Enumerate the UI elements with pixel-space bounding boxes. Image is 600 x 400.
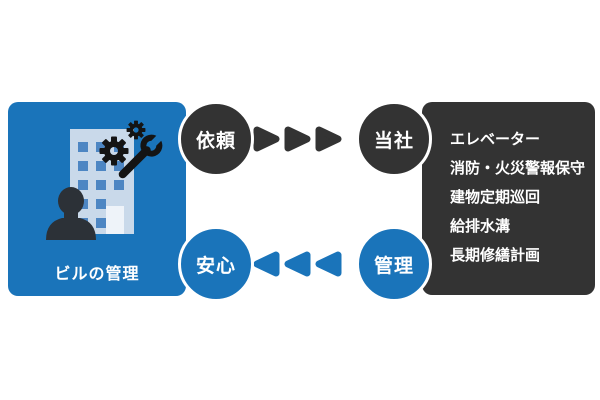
arrows-left-icon: [253, 251, 342, 277]
card-label: ビルの管理: [54, 264, 140, 283]
circle-our-company: 当社: [356, 101, 432, 177]
arrow-left-icon: [253, 251, 280, 277]
arrow-left-icon: [315, 251, 342, 277]
building-management-card: ビルの管理: [8, 102, 186, 296]
wrench-icon: [118, 134, 163, 179]
service-item: 給排水溝: [450, 217, 511, 235]
service-item: 建物定期巡回: [450, 188, 541, 206]
building-icon: [70, 129, 134, 234]
gear-large-icon: [99, 136, 129, 166]
services-panel: エレベーター 消防・火災警報保守 建物定期巡回 給排水溝 長期修繕計画: [422, 102, 595, 295]
circle-management: 管理: [356, 226, 432, 302]
arrow-right-icon: [284, 126, 311, 152]
person-icon: [46, 187, 96, 240]
arrows-right-icon: [253, 126, 342, 152]
arrow-right-icon: [253, 126, 280, 152]
arrow-left-icon: [284, 251, 311, 277]
building-door: [106, 206, 124, 234]
circle-request: 依頼: [178, 101, 254, 177]
building-maintenance-icon: [46, 120, 163, 240]
service-item: 消防・火災警報保守: [450, 159, 586, 177]
service-item: 長期修繕計画: [450, 246, 541, 264]
arrow-right-icon: [315, 126, 342, 152]
services-list: エレベーター 消防・火災警報保守 建物定期巡回 給排水溝 長期修繕計画: [422, 102, 595, 270]
circle-peace-of-mind: 安心: [178, 226, 254, 302]
service-item: エレベーター: [450, 130, 541, 148]
gear-small-icon: [126, 120, 146, 140]
